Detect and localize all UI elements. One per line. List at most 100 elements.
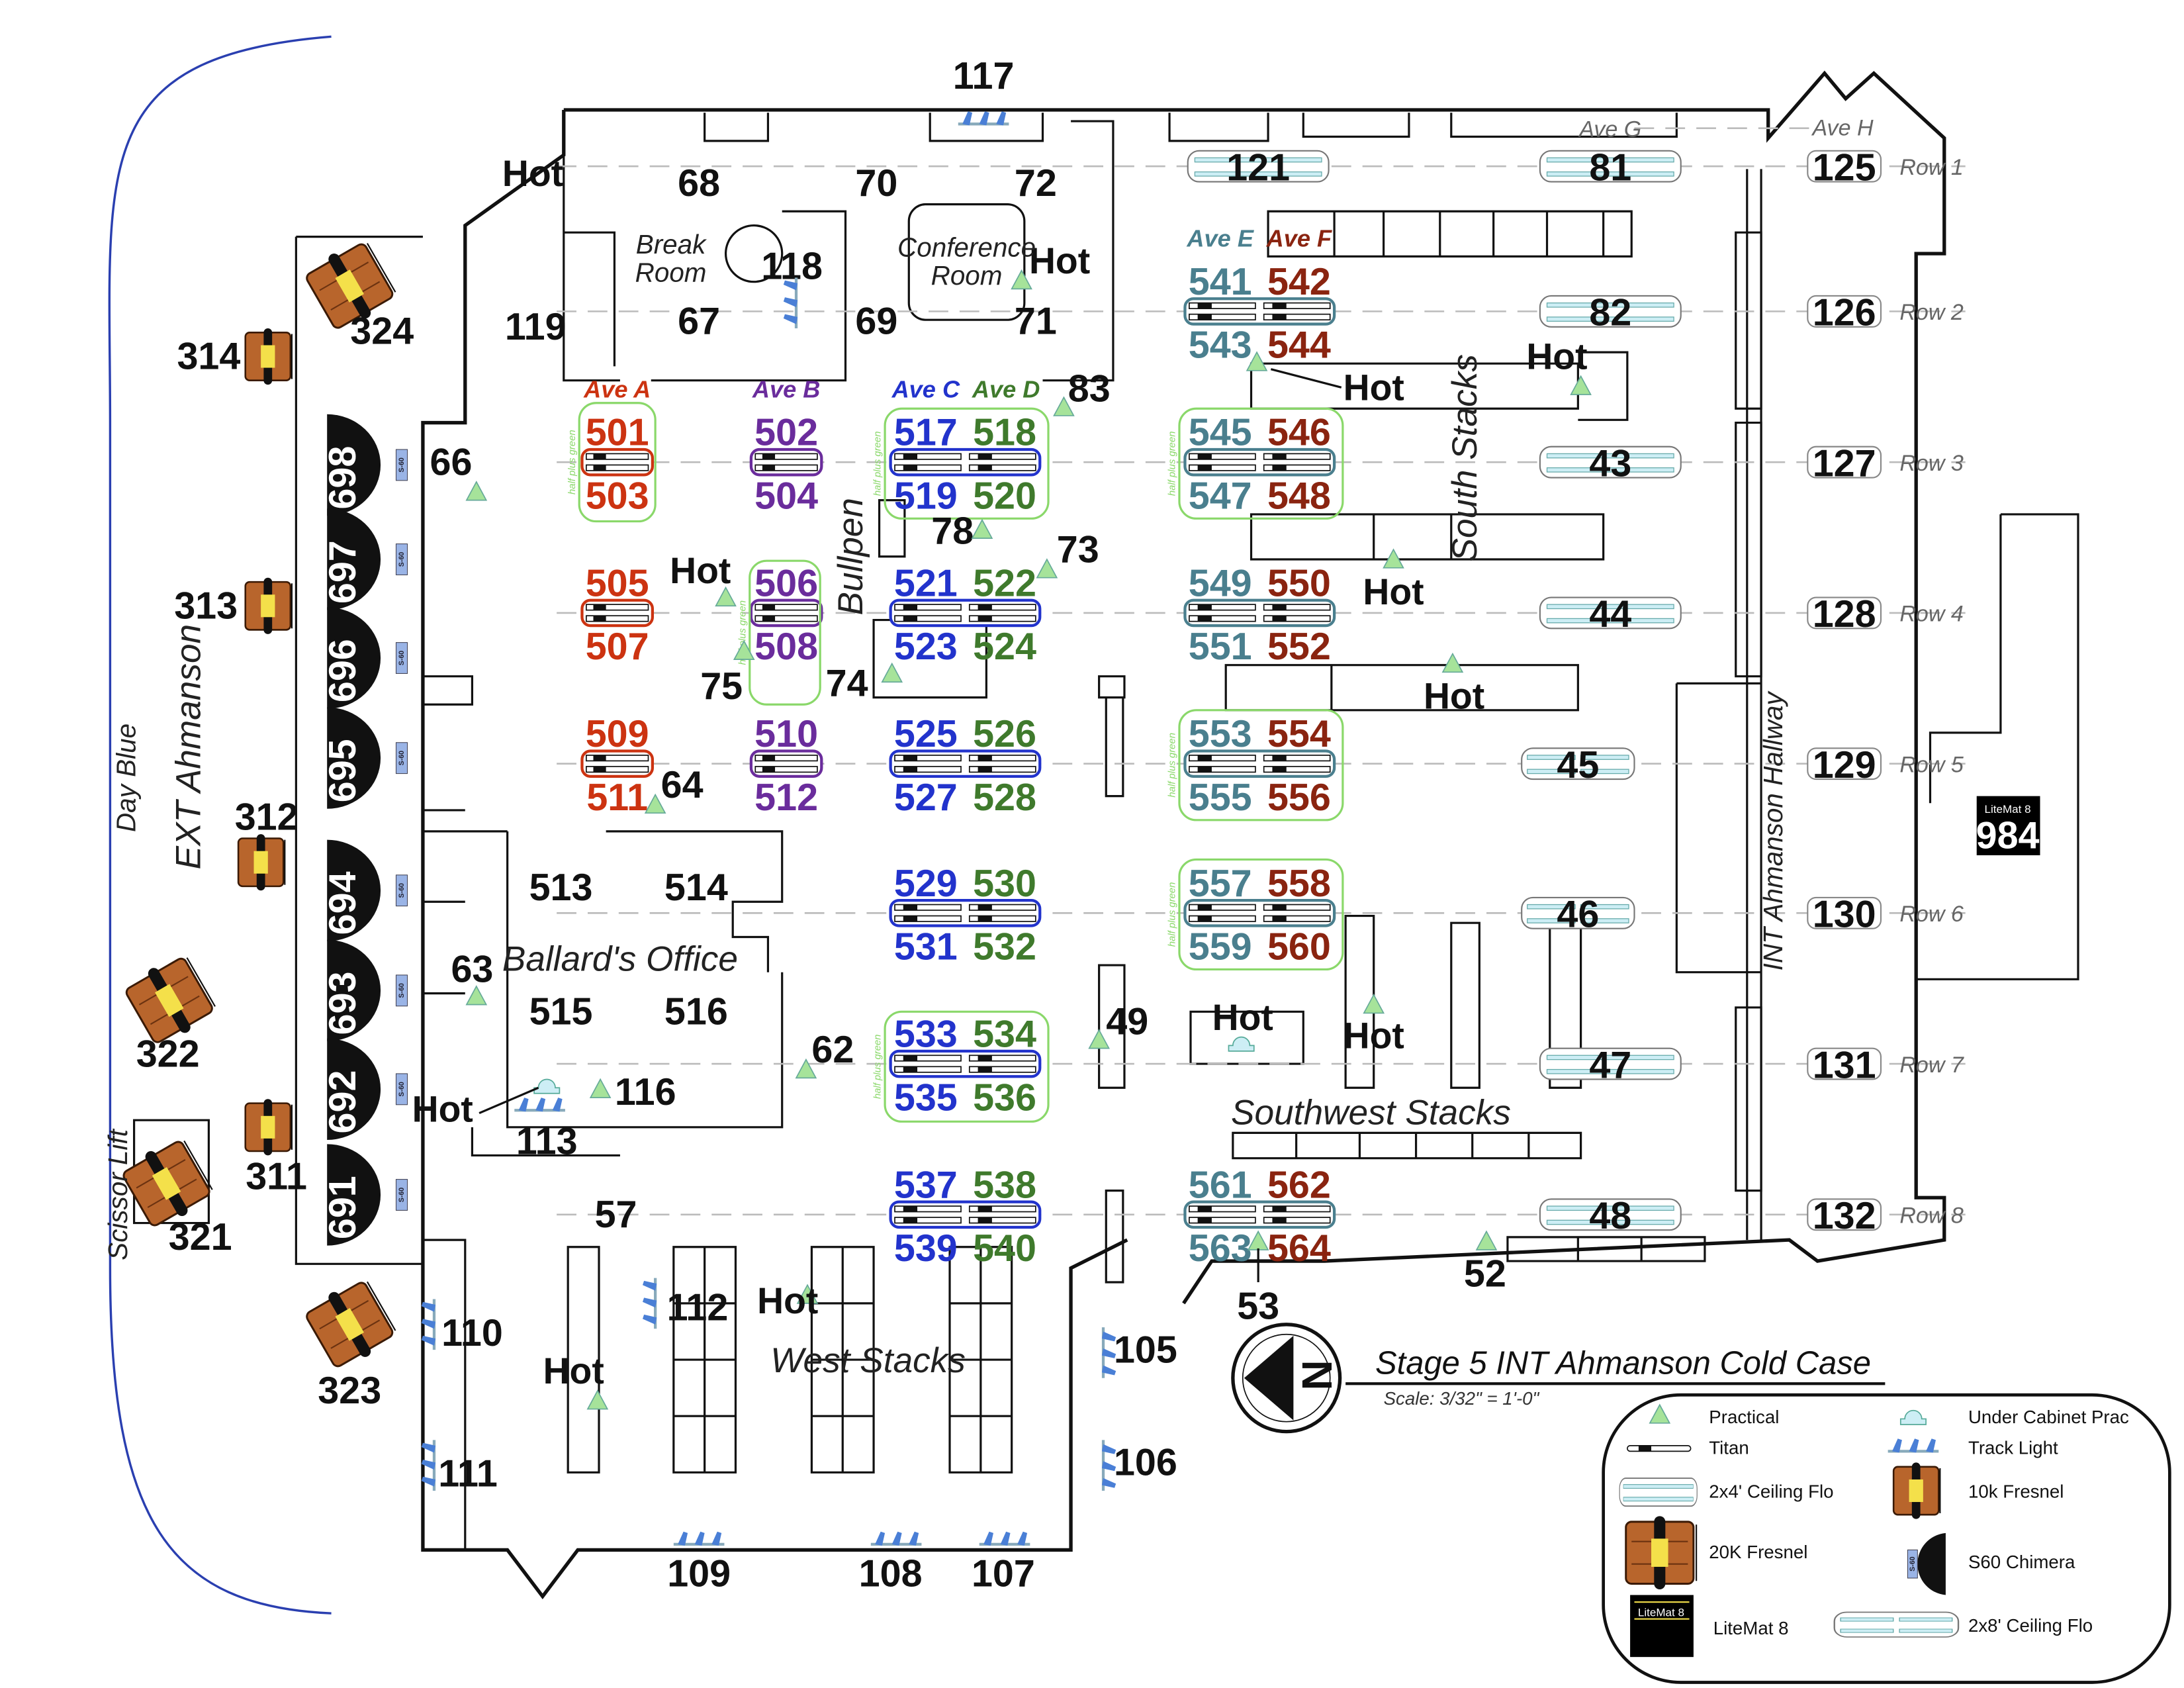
channel-518: 518	[973, 412, 1036, 454]
chimera-unit-697: 697	[322, 540, 364, 604]
channel-534: 534	[973, 1013, 1036, 1056]
chimera-face	[395, 1179, 408, 1211]
chimera-unit-694: 694	[322, 871, 364, 935]
fresnel-20k-icon	[1625, 1515, 1698, 1591]
channel-564: 564	[1267, 1227, 1331, 1270]
channel-548: 548	[1267, 475, 1331, 517]
gel-note: half plus green	[1167, 431, 1178, 496]
channel-532: 532	[973, 926, 1036, 968]
track-light-icon	[643, 1278, 657, 1329]
practical-icon	[972, 519, 993, 539]
channel-539: 539	[894, 1227, 958, 1270]
channel-522: 522	[973, 562, 1036, 604]
unit-83: 83	[1068, 368, 1111, 410]
unit-68: 68	[678, 162, 720, 205]
channel-507: 507	[586, 626, 649, 668]
row-label: Row 5	[1899, 752, 1964, 777]
practical-icon	[1570, 375, 1592, 395]
channel-542: 542	[1267, 261, 1331, 303]
channel-537: 537	[894, 1164, 958, 1206]
legend-practical: Practical	[1709, 1407, 1779, 1427]
chimera-tag: S-60	[398, 552, 406, 567]
flo-unit-129: 129	[1813, 744, 1876, 786]
flo-unit-47: 47	[1589, 1044, 1631, 1086]
legend-10k: 10k Fresnel	[1968, 1481, 2064, 1502]
unit-72: 72	[1015, 162, 1057, 205]
chimera-face	[395, 543, 408, 575]
legend-track: Track Light	[1968, 1438, 2058, 1458]
channel-508: 508	[754, 626, 818, 668]
gel-note: half plus green	[873, 1035, 884, 1100]
channel-528: 528	[973, 776, 1036, 819]
chimera-unit-693: 693	[322, 972, 364, 1035]
hot-label: Hot	[1212, 997, 1273, 1038]
channel-520: 520	[973, 475, 1036, 517]
chimera-icon	[327, 1038, 381, 1140]
unit-64: 64	[661, 764, 704, 806]
fresnel-unit-323: 323	[318, 1370, 381, 1412]
channel-540: 540	[973, 1227, 1036, 1270]
channel-501: 501	[586, 412, 649, 454]
practical-icon	[590, 1078, 611, 1098]
gel-note: half plus green	[1167, 733, 1178, 798]
hot-label: Hot	[1526, 336, 1587, 377]
channel-521: 521	[894, 562, 958, 604]
chimera-icon	[327, 607, 381, 709]
gel-note: half plus green	[873, 431, 884, 496]
gel-box	[578, 402, 657, 523]
room-bullpen: Bullpen	[831, 498, 870, 615]
flo-unit-45: 45	[1557, 744, 1599, 786]
channel-502: 502	[754, 412, 818, 454]
hot-label: Hot	[1343, 367, 1404, 408]
channel-509: 509	[586, 713, 649, 755]
chimera-tag: S-60	[398, 651, 406, 666]
flo-unit-125: 125	[1813, 146, 1876, 189]
channel-527: 527	[894, 776, 958, 819]
row-label: Row 3	[1899, 451, 1964, 476]
unit-49: 49	[1106, 1000, 1148, 1043]
channel-541: 541	[1189, 261, 1252, 303]
hot-label: Hot	[502, 153, 563, 194]
unit-118: 118	[761, 245, 823, 287]
fresnel-unit-314: 314	[177, 336, 240, 378]
chimera-icon	[327, 1144, 381, 1246]
flo-unit-128: 128	[1813, 593, 1876, 635]
flo-unit-130: 130	[1813, 894, 1876, 936]
unit-63: 63	[451, 949, 493, 991]
legend-chimera-tag: S-60	[1909, 1556, 1917, 1571]
flo-unit-81: 81	[1589, 146, 1631, 189]
fresnel-unit-324: 324	[350, 310, 414, 352]
gel-box	[1178, 709, 1344, 821]
practical-icon	[1363, 994, 1385, 1014]
unit-78: 78	[931, 510, 974, 553]
legend: Practical Under Cabinet Prac Titan Track…	[1602, 1393, 2171, 1684]
channel-560: 560	[1267, 926, 1331, 968]
titan-icon	[1626, 1445, 1692, 1452]
track-light-icon	[514, 1098, 565, 1111]
hot-label: Hot	[1424, 676, 1484, 717]
channel-544: 544	[1267, 324, 1331, 367]
gel-box	[749, 559, 821, 706]
fresnel-10k-icon	[244, 1098, 293, 1156]
row-label: Row 1	[1899, 155, 1964, 180]
track-light-icon	[979, 1532, 1030, 1546]
chimera-tag: S-60	[398, 883, 406, 898]
flo-2x4-icon	[1619, 1477, 1698, 1507]
unit-53: 53	[1237, 1285, 1279, 1327]
chimera-unit-691: 691	[322, 1176, 364, 1239]
unit-113: 113	[516, 1120, 578, 1162]
room-ext-ahmanson: EXT Ahmanson	[169, 624, 208, 870]
chimera-icon	[327, 707, 381, 809]
hot-label: Hot	[1363, 571, 1424, 612]
fresnel-unit-311: 311	[246, 1155, 307, 1197]
fresnel-unit-321: 321	[169, 1216, 232, 1258]
channel-550: 550	[1267, 562, 1331, 604]
legend-litemat: LiteMat 8	[1713, 1618, 1789, 1638]
unit-71: 71	[1015, 300, 1057, 342]
fresnel-10k-icon	[244, 577, 293, 635]
row-label: Row 6	[1899, 902, 1964, 927]
flo-unit-44: 44	[1589, 593, 1631, 635]
unit-515: 515	[529, 990, 593, 1033]
legend-chimera: S60 Chimera	[1968, 1552, 2075, 1572]
